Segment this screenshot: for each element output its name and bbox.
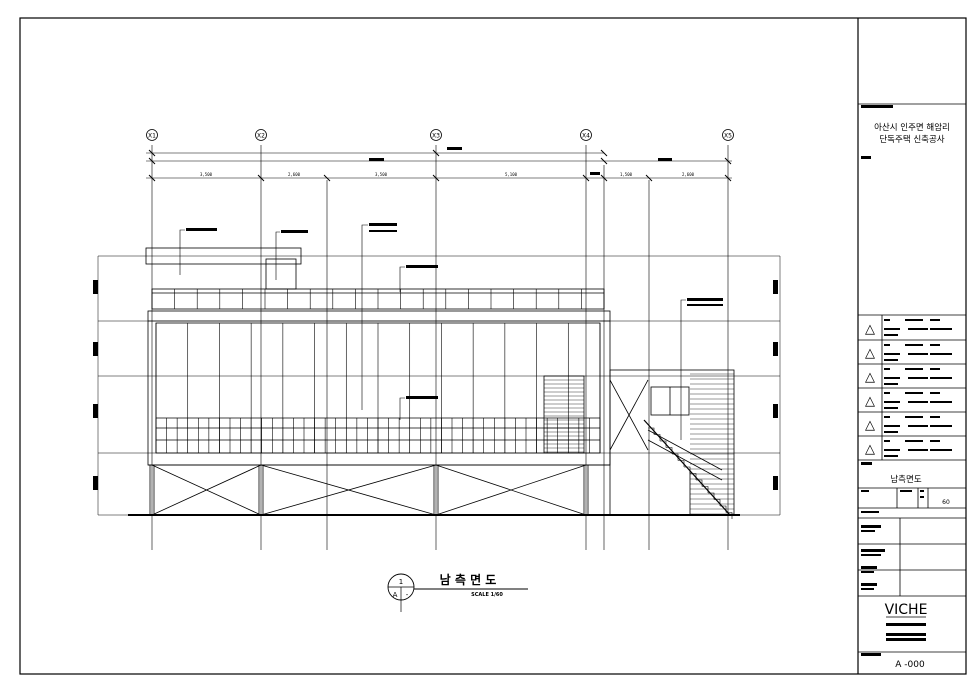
grid-bubble-x4: X4: [580, 129, 592, 141]
grid-lines: [151, 145, 729, 550]
dim-value: 5,100: [505, 172, 518, 177]
company-info-bars: [861, 623, 926, 656]
project-name-line1: 아산시 인주면 해암리: [874, 122, 950, 133]
sheet-number: A -000: [895, 660, 925, 670]
grid-bubble-x1: X1: [146, 129, 158, 141]
scale-row: [861, 490, 924, 513]
view-sheet-dash: -: [406, 591, 409, 599]
grid-label: X4: [582, 133, 590, 140]
company-logo: VICHE: [885, 602, 928, 618]
grid-label: X1: [148, 133, 156, 140]
tb-label-bar: [861, 156, 871, 159]
view-scale: SCALE 1/60: [471, 592, 503, 598]
project-name-line2: 단독주택 신축공사: [879, 134, 944, 145]
title-block: [858, 103, 966, 653]
tb-label-bar: [861, 105, 893, 108]
dim-value: 2,600: [682, 172, 695, 177]
dim-value: 3,500: [200, 172, 213, 177]
cladding-slats: [544, 373, 734, 515]
annotation-leaders: [179, 224, 686, 440]
roof-railing-posts: [151, 289, 605, 309]
grid-label: X3: [432, 133, 440, 140]
drawing-name: 남측면도: [890, 474, 921, 485]
grid-bubble-x2: X2: [255, 129, 267, 141]
stair-steps: [648, 427, 733, 519]
revision-triangle-icon: △: [865, 370, 875, 385]
dim-value: 3,500: [375, 172, 388, 177]
revision-triangle-icon: △: [865, 418, 875, 433]
view-title: 1 A - 남 측 면 도 SCALE 1/60: [387, 572, 528, 612]
revision-triangle-icon: △: [865, 442, 875, 457]
revision-row-bars: [884, 319, 952, 457]
grid-label: X2: [257, 133, 265, 140]
curtain-wall-mullions: [155, 323, 601, 453]
dim-value: 2,600: [288, 172, 301, 177]
scale-value: 60: [942, 499, 950, 506]
grid-label: X5: [724, 133, 732, 140]
view-title-text: 남 측 면 도: [440, 572, 497, 587]
sheet-border: [19, 17, 967, 675]
dim-value: 1,500: [620, 172, 633, 177]
tb-label-bar: [861, 462, 872, 465]
level-markers: [93, 280, 778, 490]
columns: [149, 465, 589, 515]
dimension-lines: [146, 149, 732, 182]
signature-rows: [861, 525, 885, 590]
revision-triangle-icon: △: [865, 322, 875, 337]
dimension-bars: [369, 147, 672, 175]
view-number: 1: [399, 578, 403, 586]
revision-triangle-icon: △: [865, 346, 875, 361]
grid-bubble-x3: X3: [430, 129, 442, 141]
level-lines: [97, 255, 781, 516]
building-elevation: [145, 247, 735, 516]
grid-bubble-x5: X5: [722, 129, 734, 141]
revision-triangle-icon: △: [865, 394, 875, 409]
annotation-tags: [186, 223, 723, 399]
revision-rows: △ △ △ △ △ △: [865, 322, 875, 457]
view-sheet-ref: A: [393, 591, 398, 599]
